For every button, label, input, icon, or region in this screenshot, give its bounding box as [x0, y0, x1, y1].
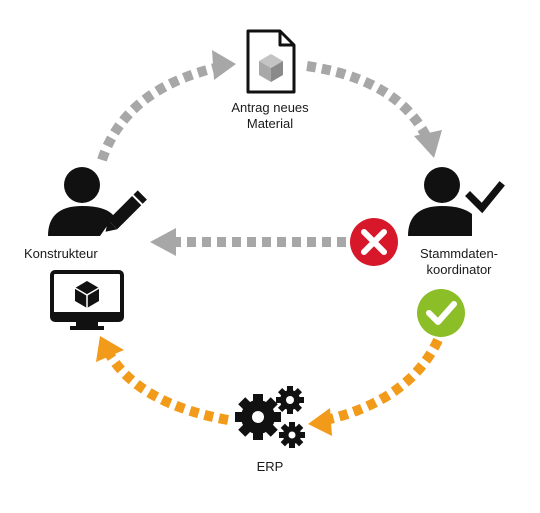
arrow-konstrukteur-to-antrag	[97, 50, 236, 162]
user-pen-icon	[48, 167, 147, 236]
stammdaten-label-line1: Stammdaten-	[419, 246, 499, 261]
erp-label: ERP	[256, 459, 284, 474]
antrag-label-line2: Material	[246, 116, 294, 131]
konstrukteur-label: Konstrukteur	[24, 246, 98, 261]
arrow-reject-to-konstrukteur	[150, 228, 346, 256]
x-circle-icon	[350, 218, 398, 266]
gears-icon	[235, 386, 305, 448]
document-cube-icon	[246, 29, 296, 94]
antrag-label: Antrag neues Material	[215, 100, 325, 132]
arrow-erp-to-monitor	[96, 336, 229, 425]
antrag-label-line1: Antrag neues	[231, 100, 309, 115]
check-circle-icon	[417, 289, 465, 337]
arrow-approved-to-erp	[308, 337, 443, 436]
stammdaten-label-line2: koordinator	[426, 262, 492, 277]
arrow-antrag-to-stammdaten	[306, 61, 442, 158]
stammdaten-label: Stammdaten- koordinator	[404, 246, 514, 278]
monitor-cube-icon	[50, 270, 124, 330]
user-check-icon	[408, 167, 505, 236]
